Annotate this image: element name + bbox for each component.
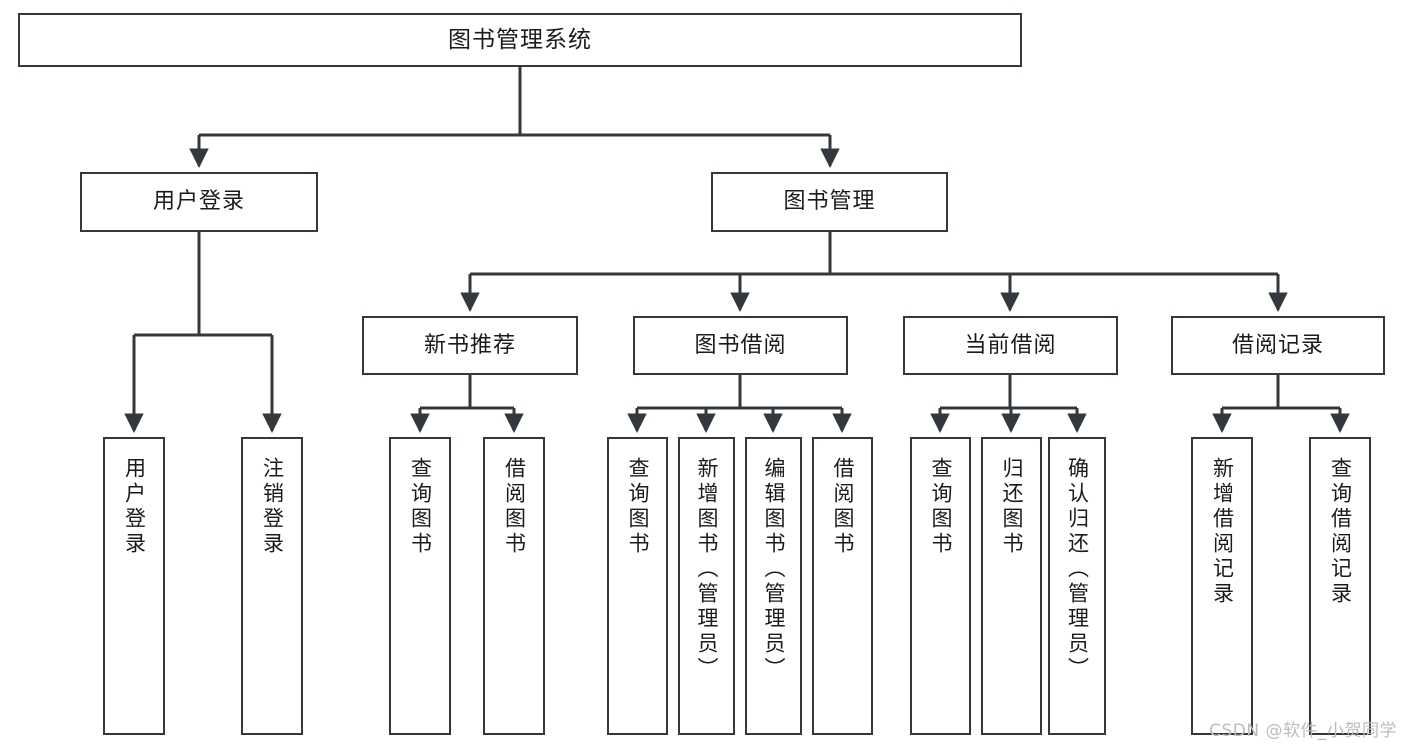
leaf-query-book-borrow[interactable]: 查询图书 (607, 437, 668, 735)
node-root[interactable]: 图书管理系统 (18, 13, 1022, 67)
node-new-book-recommend-label: 新书推荐 (423, 332, 516, 358)
node-book-borrow[interactable]: 图书借阅 (633, 316, 848, 375)
leaf-label: 新增图书（管理员） (695, 457, 719, 682)
leaf-user-login[interactable]: 用户登录 (103, 437, 165, 735)
leaf-add-borrow-record[interactable]: 新增借阅记录 (1191, 437, 1253, 735)
leaf-confirm-return-admin[interactable]: 确认归还（管理员） (1048, 437, 1106, 735)
leaf-label: 查询借阅记录 (1328, 457, 1353, 607)
leaf-label: 借阅图书 (502, 457, 527, 557)
node-current-borrow-label: 当前借阅 (964, 332, 1057, 358)
leaf-add-book-admin[interactable]: 新增图书（管理员） (678, 437, 735, 735)
node-book-borrow-label: 图书借阅 (694, 332, 787, 358)
leaf-label: 借阅图书 (831, 457, 855, 557)
leaf-label: 查询图书 (408, 457, 433, 557)
node-user-login[interactable]: 用户登录 (80, 172, 318, 232)
leaf-label: 用户登录 (122, 457, 147, 557)
leaf-label: 新增借阅记录 (1210, 457, 1235, 607)
node-borrow-record-label: 借阅记录 (1231, 332, 1324, 358)
watermark-text: CSDN @软件_小贺同学 (1209, 721, 1397, 741)
leaf-label: 确认归还（管理员） (1065, 457, 1090, 682)
leaf-label: 注销登录 (260, 457, 285, 557)
leaf-return-book[interactable]: 归还图书 (981, 437, 1042, 735)
leaf-borrow-book-newbook[interactable]: 借阅图书 (483, 437, 545, 735)
leaf-logout-login[interactable]: 注销登录 (241, 437, 303, 735)
node-new-book-recommend[interactable]: 新书推荐 (362, 316, 578, 375)
leaf-edit-book-admin[interactable]: 编辑图书（管理员） (745, 437, 802, 735)
leaf-borrow-book[interactable]: 借阅图书 (812, 437, 873, 735)
leaf-label: 查询图书 (929, 457, 953, 557)
node-book-management[interactable]: 图书管理 (711, 172, 948, 232)
leaf-query-book-newbook[interactable]: 查询图书 (389, 437, 451, 735)
node-borrow-record[interactable]: 借阅记录 (1171, 316, 1385, 375)
leaf-label: 归还图书 (1000, 457, 1024, 557)
node-current-borrow[interactable]: 当前借阅 (903, 316, 1118, 375)
node-root-label: 图书管理系统 (448, 26, 592, 53)
node-user-login-label: 用户登录 (152, 189, 245, 215)
leaf-query-book-current[interactable]: 查询图书 (910, 437, 971, 735)
leaf-label: 查询图书 (626, 457, 650, 557)
leaf-label: 编辑图书（管理员） (762, 457, 786, 682)
leaf-query-borrow-record[interactable]: 查询借阅记录 (1309, 437, 1371, 735)
node-book-management-label: 图书管理 (783, 189, 876, 215)
